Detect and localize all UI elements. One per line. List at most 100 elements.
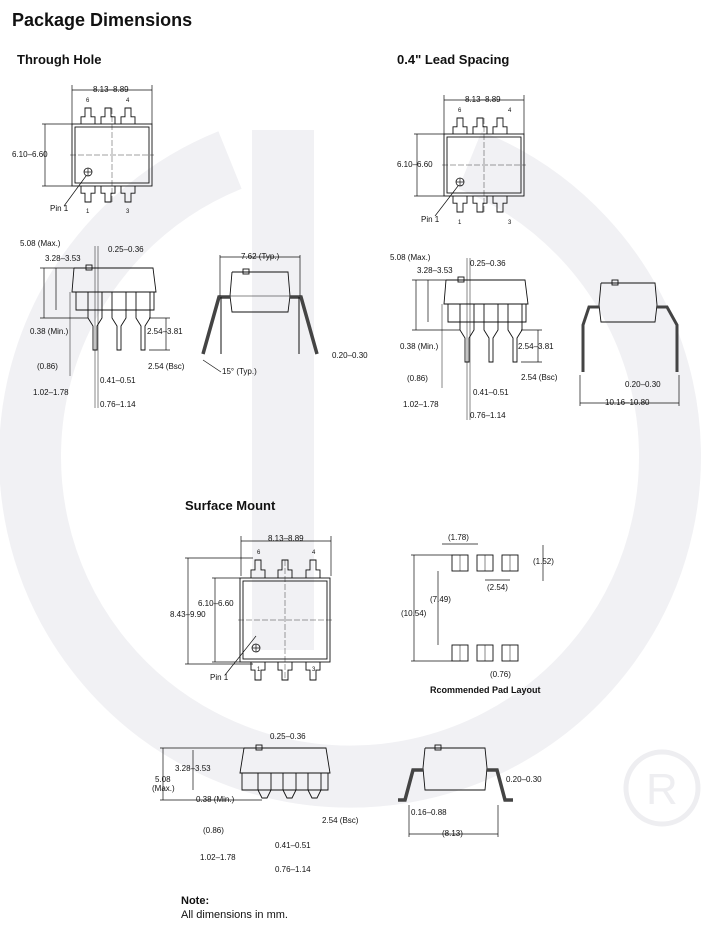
dim-shoulder: 1.02–1.78	[200, 853, 236, 862]
dim-width: 8.13–8.89	[93, 85, 129, 94]
dim-body-height: 3.28–3.53	[417, 266, 453, 275]
pin-number: 6	[86, 98, 90, 104]
pin-lead	[80, 186, 96, 203]
bent-lead	[657, 305, 679, 372]
dim-pad-outer: (10.54)	[401, 609, 427, 618]
dim-lead-length: 2.54–3.81	[518, 342, 554, 351]
pin-lead	[100, 107, 116, 124]
pin-lead	[120, 107, 136, 124]
dim-row-spacing: 10.16–10.80	[605, 398, 650, 407]
dim-shoulder: 1.02–1.78	[403, 400, 439, 409]
pin-lead	[472, 117, 488, 134]
dim-width: 8.13–8.89	[465, 95, 501, 104]
smd-lead	[307, 773, 322, 799]
dim-max-height-note: (Max.)	[152, 784, 175, 793]
package-base	[75, 292, 155, 311]
dim-max-height: 5.08 (Max.)	[20, 239, 61, 248]
dim-lead-thickness: 0.25–0.36	[270, 732, 306, 741]
pin-number: 1	[458, 220, 462, 226]
note-label: Note:	[181, 895, 210, 907]
dim-pad-length: (1.78)	[448, 533, 469, 542]
dim-pad-gap: (0.76)	[490, 670, 511, 679]
pin-lead	[452, 117, 468, 134]
pin-number: 1	[257, 667, 261, 673]
registered-mark-icon	[623, 749, 701, 827]
dim-height: 6.10–6.60	[12, 150, 48, 159]
pin1-notch	[457, 276, 465, 283]
bent-lead	[290, 295, 319, 355]
pin-number: 6	[458, 108, 462, 114]
dip-lead	[111, 292, 127, 351]
dim-foot: 0.16–0.88	[411, 808, 447, 817]
dim-max-height: 5.08	[155, 775, 171, 784]
watermark-bar	[252, 130, 314, 650]
pin-lead	[120, 186, 136, 203]
bent-lead	[581, 305, 599, 372]
package-base	[241, 773, 329, 791]
pin1-label: Pin 1	[50, 204, 69, 213]
dim-row-spacing: 7.62 (Typ.)	[241, 252, 280, 261]
dim-body-height: 3.28–3.53	[45, 254, 81, 263]
pin-number: 4	[508, 108, 512, 114]
smd-lead	[282, 773, 297, 799]
dim-lead-width: 0.41–0.51	[473, 388, 509, 397]
pin-lead	[452, 196, 468, 213]
pin1-notch	[85, 264, 93, 271]
dim-pad-inner: (7.49)	[430, 595, 451, 604]
dip-lead	[135, 292, 151, 351]
dim-angle: 15° (Typ.)	[222, 367, 257, 376]
pin-lead	[250, 662, 266, 681]
dim-shoulder: 1.02–1.78	[33, 388, 69, 397]
page-title: Package Dimensions	[12, 10, 193, 30]
dip-lead	[483, 304, 499, 363]
dim-pad-width: (1.52)	[533, 557, 554, 566]
dim-shoulder-width: 0.76–1.14	[470, 411, 506, 420]
pin1-notch	[255, 744, 263, 751]
pin-lead	[277, 662, 293, 681]
watermark-arc	[0, 131, 701, 808]
bent-lead	[201, 295, 230, 355]
dim-lead-thk: 0.20–0.30	[625, 380, 661, 389]
pin1-leader	[63, 175, 87, 207]
note-text: All dimensions in mm.	[181, 909, 288, 921]
package-body-side	[239, 747, 331, 774]
heading-through-hole: Through Hole	[17, 52, 102, 67]
dim-span: (8.13)	[442, 829, 463, 838]
dim-offset: (0.86)	[407, 374, 428, 383]
dim-height: 6.10–6.60	[198, 599, 234, 608]
dim-standoff: 0.38 (Min.)	[30, 327, 69, 336]
package-body-end	[422, 747, 488, 791]
dim-standoff: 0.38 (Min.)	[400, 342, 439, 351]
pin-lead	[305, 559, 321, 578]
dim-max-height: 5.08 (Max.)	[390, 253, 431, 262]
package-body-side	[443, 279, 529, 305]
dim-overall: 8.43–9.90	[170, 610, 206, 619]
pin-number: 3	[508, 220, 512, 226]
dim-lead-thk: 0.20–0.30	[506, 775, 542, 784]
package-body-end	[229, 271, 291, 313]
dim-standoff: 0.38 (Min.)	[196, 795, 235, 804]
heading-surface-mount: Surface Mount	[185, 498, 276, 513]
dim-lead-width: 0.41–0.51	[275, 841, 311, 850]
dim-pad-pitch: (2.54)	[487, 583, 508, 592]
pin-number: 1	[86, 209, 90, 215]
dim-lead-length: 2.54–3.81	[147, 327, 183, 336]
pin-lead	[492, 196, 508, 213]
heading-lead-spacing: 0.4" Lead Spacing	[397, 52, 510, 67]
pin-lead	[305, 662, 321, 681]
angle-dim	[202, 359, 222, 373]
smd-lead	[257, 773, 272, 799]
pin1-notch	[611, 279, 619, 286]
pin1-label: Pin 1	[421, 215, 440, 224]
dim-body-height: 3.28–3.53	[175, 764, 211, 773]
pin1-notch	[434, 744, 442, 751]
dim-pitch: 2.54 (Bsc)	[521, 373, 558, 382]
pin-lead	[100, 186, 116, 203]
gull-wing-lead	[487, 768, 513, 802]
registered-letter: R	[646, 765, 678, 814]
pin-number: 4	[126, 98, 130, 104]
dip-lead	[507, 304, 523, 363]
